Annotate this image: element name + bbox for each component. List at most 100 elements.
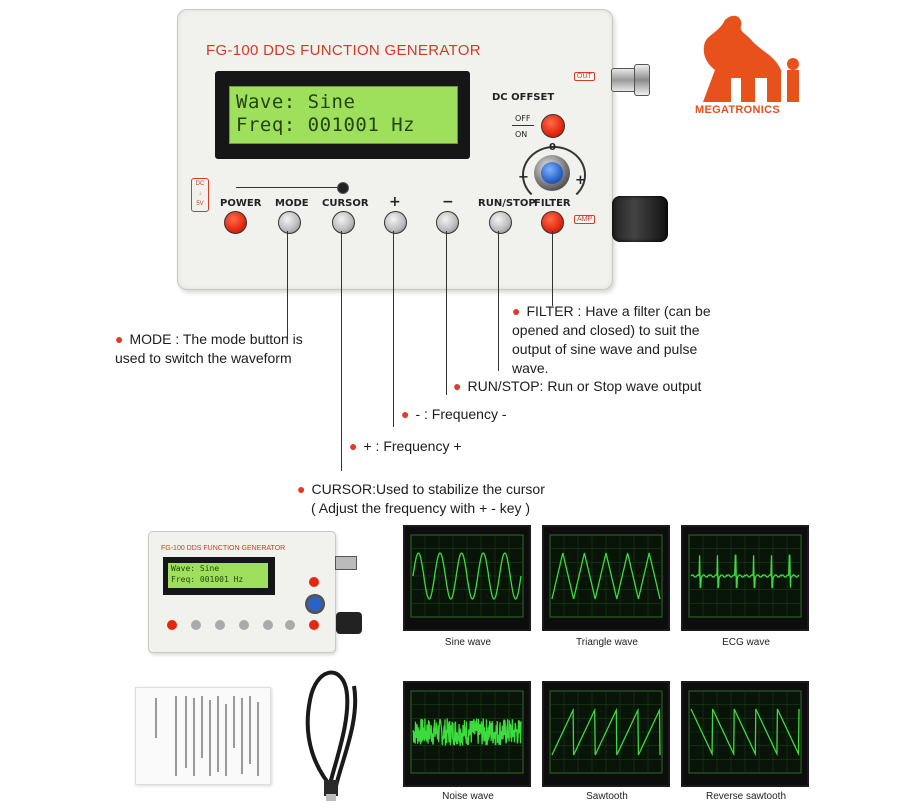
scope-trace-sine	[412, 552, 522, 600]
small-amp-knob	[336, 612, 362, 634]
device-title: FG-100 DDS FUNCTION GENERATOR	[206, 42, 481, 59]
scope-screen-noise	[410, 690, 524, 774]
oscilloscope-noise	[403, 681, 531, 787]
mode-button-label: MODE	[275, 198, 309, 209]
small-filter-button	[309, 620, 319, 630]
brand-name: MEGATRONICS	[695, 104, 780, 116]
scope-screen-triangle	[549, 534, 663, 618]
dc-power-tag: DC↓5V	[191, 178, 209, 212]
amp-tag: AMP	[574, 215, 596, 224]
minus-button[interactable]	[436, 211, 459, 234]
scope-trace-ecg	[690, 554, 800, 589]
cursor-callout: ●CURSOR:Used to stabilize the cursor ( A…	[297, 481, 545, 516]
cursor-leader-line	[341, 231, 342, 471]
mode-leader-line	[287, 231, 288, 339]
caption-reverse-sawtooth: Reverse sawtooth	[705, 791, 787, 802]
scope-screen-ecg	[688, 534, 802, 618]
small-mode-button	[191, 620, 201, 630]
knob-minus-label: −	[518, 170, 529, 185]
caption-ecg-wave: ECG wave	[722, 637, 770, 648]
on-label: ON	[515, 130, 528, 139]
filter-button-label: FILTER	[534, 198, 571, 209]
usb-cable-icon	[305, 670, 358, 801]
oscilloscope-triangle	[542, 525, 670, 631]
bullet-icon: ●	[453, 378, 462, 394]
dc-offset-label: DC OFFSET	[492, 92, 555, 103]
run-stop-leader-line	[498, 231, 499, 371]
bullet-icon: ●	[401, 406, 410, 422]
plus-button[interactable]	[384, 211, 407, 234]
out-tag: OUT	[574, 72, 595, 81]
caption-triangle-wave: Triangle wave	[576, 637, 638, 648]
bullet-icon: ●	[349, 438, 358, 454]
small-device-photo: FG-100 DDS FUNCTION GENERATOR Wave: Sine…	[148, 531, 336, 653]
scope-screen-sawtooth	[549, 690, 663, 774]
dc-offset-switch-button[interactable]	[541, 114, 565, 138]
small-device-title: FG-100 DDS FUNCTION GENERATOR	[161, 545, 286, 552]
lcd-line-freq: Freq: 001001 Hz	[236, 114, 416, 136]
user-manual-paper	[135, 687, 271, 785]
run-stop-button-label: RUN/STOP	[478, 198, 536, 209]
amplitude-knob[interactable]	[612, 196, 668, 242]
function-generator-device: FG-100 DDS FUNCTION GENERATOR Wave: Sine…	[177, 9, 613, 290]
dc-offset-knob[interactable]	[534, 155, 570, 191]
small-minus-button	[263, 620, 273, 630]
cursor-button-label: CURSOR	[322, 198, 369, 209]
knob-cap	[541, 162, 563, 184]
off-label: OFF	[515, 114, 531, 123]
knob-zero-label: 0	[549, 142, 556, 153]
plus-button-label: +	[389, 194, 401, 210]
knob-arc	[522, 146, 586, 204]
power-indicator-line	[236, 187, 340, 188]
oscilloscope-reverse-sawtooth	[681, 681, 809, 787]
oscilloscope-ecg	[681, 525, 809, 631]
mode-callout: ●MODE : The mode button is used to switc…	[115, 331, 303, 366]
bullet-icon: ●	[297, 481, 306, 497]
minus-leader-line	[446, 231, 447, 395]
caption-sawtooth: Sawtooth	[586, 791, 628, 802]
oscilloscope-sine	[403, 525, 531, 631]
lcd-line-wave: Wave: Sine	[236, 91, 356, 113]
lcd-screen: Wave: Sine Freq: 001001 Hz	[229, 86, 458, 144]
scope-trace-triangle	[551, 552, 661, 600]
small-lcd-frame: Wave: Sine Freq: 001001 Hz	[163, 557, 275, 595]
scope-screen-reverse-sawtooth	[688, 690, 802, 774]
bullet-icon: ●	[115, 331, 124, 347]
lcd-frame: Wave: Sine Freq: 001001 Hz	[215, 71, 470, 159]
cursor-button[interactable]	[332, 211, 355, 234]
caption-noise-wave: Noise wave	[442, 791, 494, 802]
mode-button[interactable]	[278, 211, 301, 234]
scope-screen-sine	[410, 534, 524, 618]
caption-sine-wave: Sine wave	[444, 637, 492, 648]
filter-leader-line	[552, 231, 553, 306]
small-lcd: Wave: Sine Freq: 001001 Hz	[168, 563, 268, 588]
switch-divider	[512, 125, 534, 126]
megatronics-logo: MEGATRONICS	[695, 12, 805, 122]
power-led	[337, 182, 349, 194]
small-bnc-connector	[335, 556, 357, 570]
power-button[interactable]	[224, 211, 247, 234]
scope-trace-sawtooth	[551, 707, 661, 756]
small-dc-switch	[309, 577, 319, 587]
filter-callout: ●FILTER : Have a filter (can be opened a…	[512, 303, 711, 376]
plus-leader-line	[393, 231, 394, 427]
plus-callout: ●+ : Frequency +	[349, 438, 462, 454]
small-cursor-button	[215, 620, 225, 630]
manual-text-lines-icon	[155, 696, 259, 776]
oscilloscope-sawtooth	[542, 681, 670, 787]
minus-button-label: −	[442, 194, 454, 210]
minus-callout: ●- : Frequency -	[401, 406, 507, 422]
scope-trace-reverse-sawtooth	[690, 708, 800, 757]
small-plus-button	[239, 620, 249, 630]
small-run-stop-button	[285, 620, 295, 630]
knob-plus-label: +	[575, 173, 586, 188]
bnc-output-connector[interactable]	[611, 64, 650, 96]
bullet-icon: ●	[512, 303, 521, 319]
scope-trace-noise	[412, 718, 522, 746]
power-button-label: POWER	[220, 198, 262, 209]
run-stop-callout: ●RUN/STOP: Run or Stop wave output	[453, 378, 702, 394]
bull-logo-icon	[703, 15, 799, 103]
small-knob	[305, 594, 325, 614]
bnc-collar	[634, 64, 650, 96]
run-stop-button[interactable]	[489, 211, 512, 234]
